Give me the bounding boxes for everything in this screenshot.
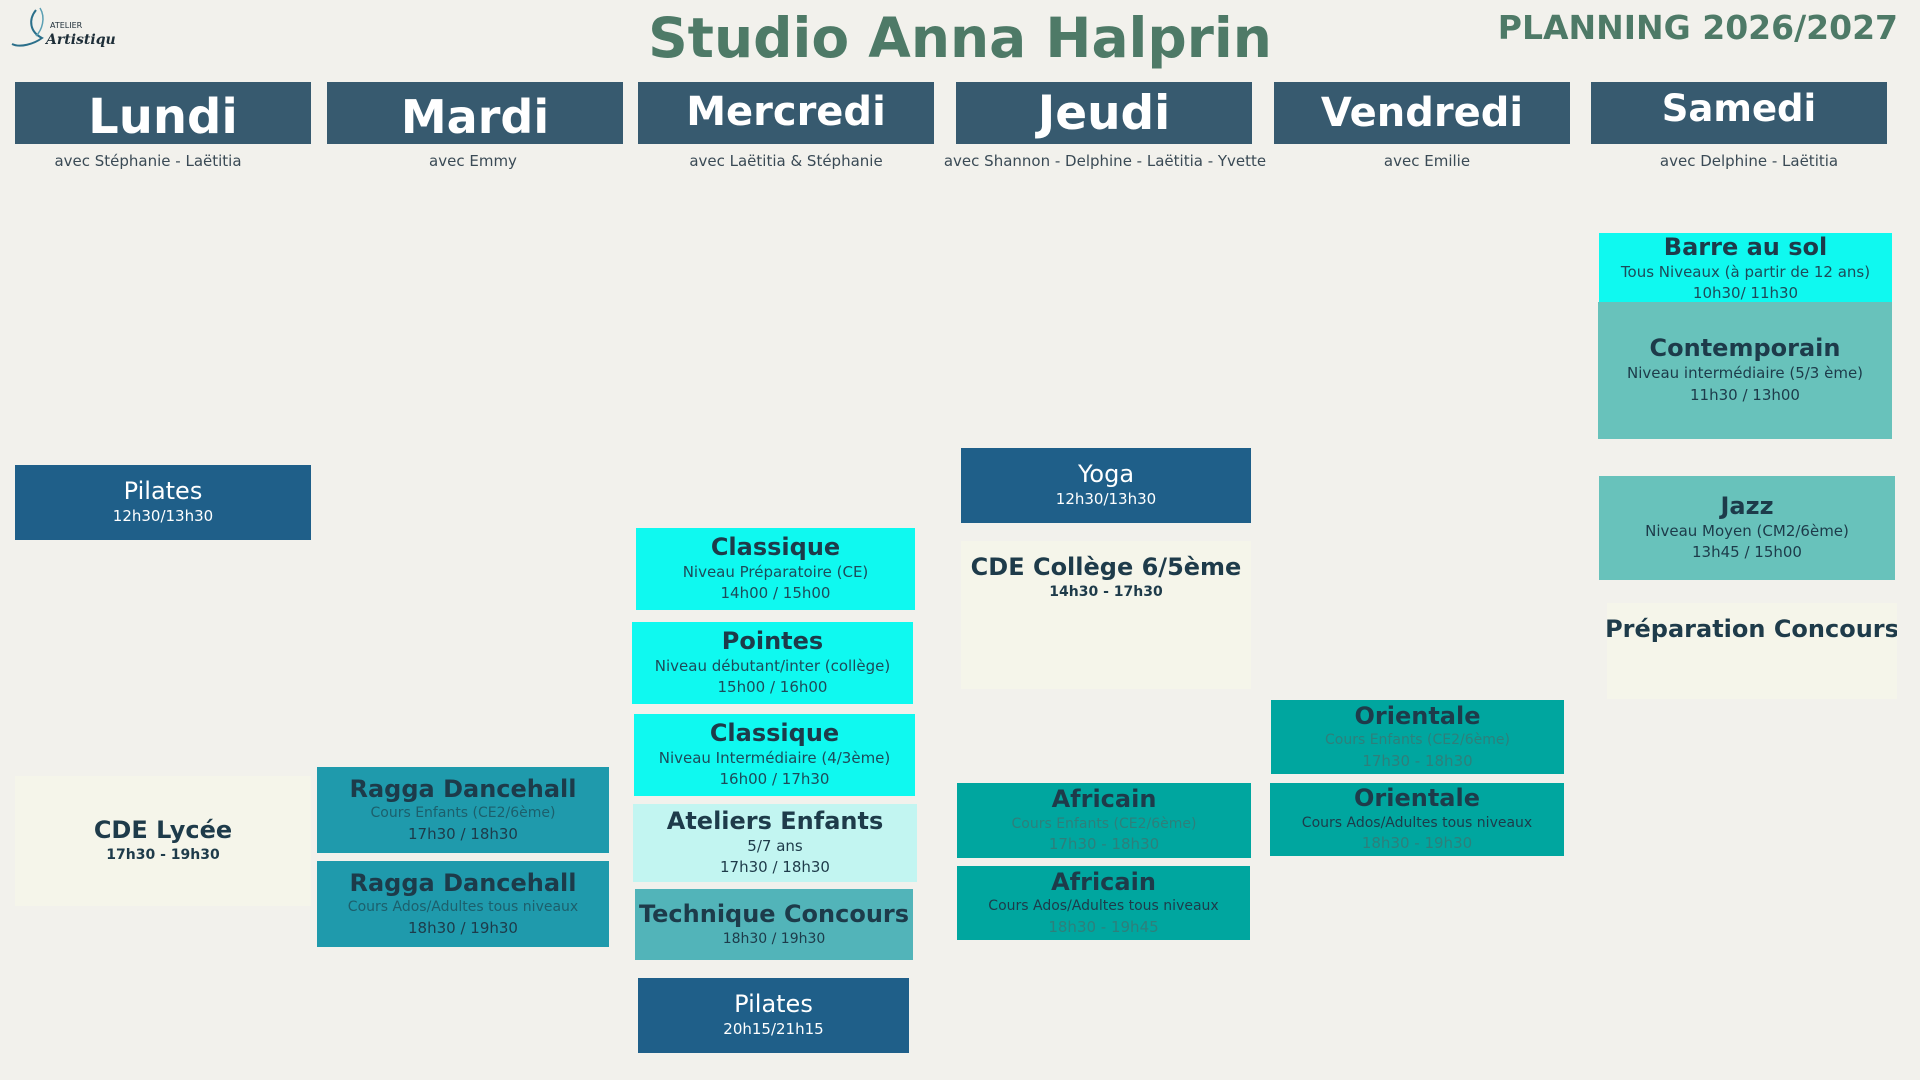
- class-name: Yoga: [1077, 460, 1135, 489]
- day-header-vendredi: Vendredi: [1274, 82, 1570, 144]
- class-name: Ragga Dancehall: [349, 868, 577, 897]
- class-block-mardi-ragga-enfants: Ragga Dancehall Cours Enfants (CE2/6ème)…: [317, 767, 609, 853]
- day-header-samedi: Samedi: [1591, 82, 1887, 144]
- class-name: Technique Concours: [638, 899, 910, 928]
- class-level: Cours Ados/Adultes tous niveaux: [1301, 814, 1533, 831]
- class-block-jeudi-africain-ados: Africain Cours Ados/Adultes tous niveaux…: [957, 866, 1250, 940]
- day-header-lundi: Lundi: [15, 82, 311, 145]
- class-name: Jazz: [1720, 491, 1774, 520]
- class-name: Ateliers Enfants: [666, 806, 884, 835]
- class-name: CDE Collège 6/5ème: [970, 553, 1242, 581]
- class-time: 18h30 - 19h45: [1048, 917, 1159, 936]
- class-time: 13h45 / 15h00: [1692, 543, 1802, 562]
- teachers-mercredi: avec Laëtitia & Stéphanie: [689, 152, 883, 170]
- teachers-samedi: avec Delphine - Laëtitia: [1659, 152, 1839, 170]
- class-time: 12h30/13h30: [1055, 490, 1157, 509]
- class-level: Cours Ados/Adultes tous niveaux: [988, 898, 1219, 915]
- class-name: Ragga Dancehall: [349, 774, 577, 803]
- class-time: 16h00 / 17h30: [719, 770, 830, 789]
- class-name: Préparation Concours: [1607, 615, 1897, 643]
- atelier-artistique-logo: ATELIER Artistique: [11, 7, 116, 48]
- page-title: Studio Anna Halprin: [648, 6, 1272, 70]
- class-block-mercredi-ateliers-enfants: Ateliers Enfants 5/7 ans 17h30 / 18h30: [633, 804, 917, 882]
- class-name: Classique: [710, 532, 841, 561]
- class-block-samedi-preparation-concours: Préparation Concours: [1607, 603, 1897, 699]
- class-block-jeudi-yoga: Yoga 12h30/13h30: [961, 448, 1251, 523]
- class-block-vendredi-orientale-ados: Orientale Cours Ados/Adultes tous niveau…: [1270, 783, 1564, 856]
- planning-year: PLANNING 2026/2027: [1497, 8, 1898, 47]
- class-level: Niveau Moyen (CM2/6ème): [1645, 521, 1849, 540]
- class-level: Niveau intermédiaire (5/3 ème): [1626, 364, 1864, 383]
- class-name: Barre au sol: [1663, 233, 1828, 261]
- class-block-mercredi-classique-inter: Classique Niveau Intermédiaire (4/3ème) …: [634, 714, 915, 796]
- teachers-lundi: avec Stéphanie - Laëtitia: [54, 152, 242, 170]
- class-block-mardi-ragga-ados: Ragga Dancehall Cours Ados/Adultes tous …: [317, 861, 609, 947]
- class-name: Pointes: [721, 626, 824, 655]
- class-time: 15h00 / 16h00: [717, 678, 828, 697]
- class-name: Pilates: [123, 477, 203, 506]
- class-block-mercredi-classique-prep: Classique Niveau Préparatoire (CE) 14h00…: [636, 528, 915, 610]
- class-level: Cours Enfants (CE2/6ème): [1325, 732, 1510, 749]
- class-block-jeudi-cde-college: CDE Collège 6/5ème 14h30 - 17h30: [961, 541, 1251, 689]
- class-name: Pilates: [734, 990, 813, 1019]
- class-name: Orientale: [1354, 784, 1480, 813]
- teachers-jeudi: avec Shannon - Delphine - Laëtitia - Yve…: [943, 152, 1267, 170]
- class-name: Africain: [1051, 867, 1156, 896]
- svg-text:Artistique: Artistique: [44, 32, 116, 48]
- class-time: 17h30 - 19h30: [106, 847, 220, 864]
- class-level: Cours Ados/Adultes tous niveaux: [347, 899, 579, 916]
- class-time: 20h15/21h15: [723, 1020, 824, 1039]
- class-level: Tous Niveaux (à partir de 12 ans): [1620, 262, 1871, 281]
- teachers-vendredi: avec Emilie: [1383, 152, 1471, 170]
- class-time: 18h30 / 19h30: [722, 930, 826, 947]
- class-block-lundi-pilates: Pilates 12h30/13h30: [15, 465, 311, 540]
- class-name: Contemporain: [1649, 334, 1841, 363]
- class-level: Cours Enfants (CE2/6ème): [370, 805, 556, 822]
- class-name: Classique: [709, 718, 840, 747]
- class-time: 17h30 - 18h30: [1362, 751, 1473, 770]
- class-time: 14h30 - 17h30: [1049, 583, 1163, 600]
- class-block-vendredi-orientale-enfants: Orientale Cours Enfants (CE2/6ème) 17h30…: [1271, 700, 1564, 774]
- class-block-jeudi-africain-enfants: Africain Cours Enfants (CE2/6ème) 17h30 …: [957, 783, 1251, 858]
- day-header-mercredi: Mercredi: [638, 82, 934, 144]
- class-time: 11h30 / 13h00: [1690, 385, 1800, 404]
- class-level: 5/7 ans: [747, 836, 803, 855]
- class-time: 18h30 - 19h30: [1361, 834, 1473, 853]
- class-block-samedi-contemporain: Contemporain Niveau intermédiaire (5/3 è…: [1598, 302, 1892, 439]
- class-block-samedi-jazz: Jazz Niveau Moyen (CM2/6ème) 13h45 / 15h…: [1599, 476, 1895, 580]
- class-time: 14h00 / 15h00: [720, 584, 831, 603]
- class-block-mercredi-technique-concours: Technique Concours 18h30 / 19h30: [635, 889, 913, 960]
- class-time: 17h30 - 18h30: [1048, 835, 1160, 854]
- class-level: Niveau débutant/inter (collège): [654, 656, 891, 675]
- teachers-mardi: avec Emmy: [429, 152, 517, 170]
- class-level: Niveau Intermédiaire (4/3ème): [658, 748, 891, 767]
- class-block-mercredi-pilates: Pilates 20h15/21h15: [638, 978, 909, 1053]
- class-name: Orientale: [1354, 701, 1481, 730]
- class-block-lundi-cde-lycee: CDE Lycée 17h30 - 19h30: [15, 776, 311, 906]
- class-block-mercredi-pointes: Pointes Niveau débutant/inter (collège) …: [632, 622, 913, 704]
- day-header-mardi: Mardi: [327, 82, 623, 144]
- class-time: 17h30 / 18h30: [720, 858, 830, 877]
- class-level: Cours Enfants (CE2/6ème): [1011, 815, 1197, 832]
- day-header-jeudi: Jeudi: [956, 82, 1252, 144]
- class-time: 12h30/13h30: [112, 507, 214, 526]
- svg-text:ATELIER: ATELIER: [50, 21, 83, 30]
- class-name: CDE Lycée: [93, 816, 233, 845]
- class-time: 17h30 / 18h30: [408, 824, 518, 843]
- class-level: Niveau Préparatoire (CE): [682, 562, 869, 581]
- class-block-samedi-barre-au-sol: Barre au sol Tous Niveaux (à partir de 1…: [1599, 233, 1892, 305]
- class-time: 10h30/ 11h30: [1692, 284, 1799, 303]
- class-time: 18h30 / 19h30: [408, 918, 518, 937]
- class-name: Africain: [1051, 785, 1157, 814]
